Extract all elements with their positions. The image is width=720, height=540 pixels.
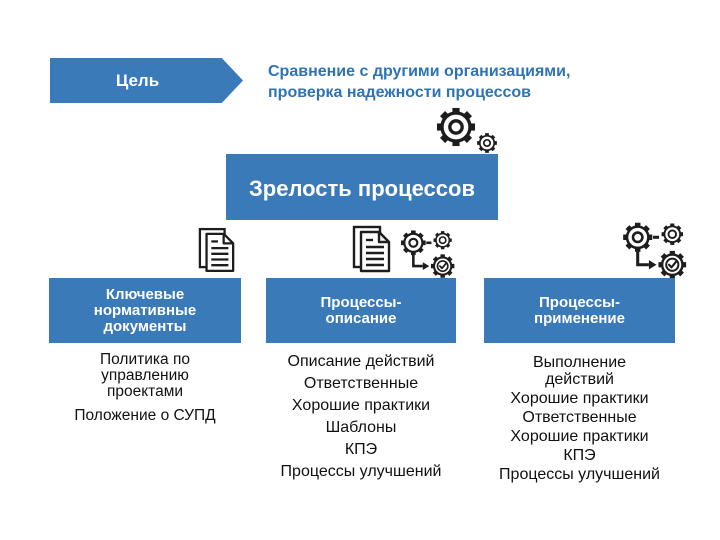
documents-icon bbox=[198, 227, 235, 273]
documents-icon bbox=[352, 225, 391, 273]
list-item: Ответственные bbox=[303, 375, 419, 392]
list-item: Положение о СУПД bbox=[74, 407, 216, 424]
column-header-label: Процессы- применение bbox=[534, 293, 625, 327]
list-item: Хорошие практики bbox=[291, 397, 431, 414]
list-item: Выполнение действий bbox=[532, 354, 627, 388]
gears-icon bbox=[428, 104, 504, 156]
goal-description: Сравнение с другими организациями, прове… bbox=[268, 63, 571, 101]
column-header-process-application: Процессы- применение bbox=[484, 278, 675, 343]
list-item: Процессы улучшений bbox=[280, 463, 442, 480]
list-item: Описание действий bbox=[287, 353, 435, 370]
column-header-label: Процессы- описание bbox=[320, 293, 402, 327]
goal-label: Цель bbox=[115, 70, 160, 90]
column-header-process-description: Процессы- описание bbox=[266, 278, 456, 343]
process-icon bbox=[399, 229, 457, 279]
list-item: КПЭ bbox=[344, 441, 378, 458]
list-item: Хорошие практики bbox=[510, 428, 649, 445]
maturity-label: Зрелость процессов bbox=[248, 176, 475, 201]
column-header-key-documents: Ключевые нормативные документы bbox=[49, 278, 241, 343]
maturity-box: Зрелость процессов bbox=[226, 154, 498, 220]
list-item: Шаблоны bbox=[325, 419, 397, 436]
goal-arrow-shape: Цель bbox=[50, 58, 243, 103]
process-icon bbox=[621, 221, 689, 280]
column-header-label: Ключевые нормативные документы bbox=[93, 285, 197, 335]
list-item: Процессы улучшений bbox=[499, 466, 660, 483]
list-item: Хорошие практики bbox=[510, 390, 649, 407]
list-item: Ответственные bbox=[522, 409, 637, 426]
list-item: КПЭ bbox=[563, 447, 596, 464]
list-item: Политика по управлению проектами bbox=[100, 351, 190, 400]
